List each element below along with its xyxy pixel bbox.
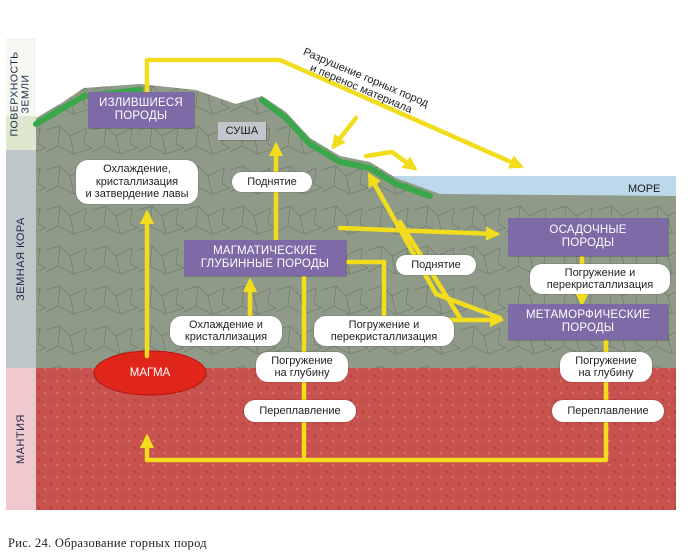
pill-cooling-lava: Охлаждение, кристаллизация и затвердение… (76, 160, 198, 204)
side-label-crust: ЗЕМНАЯ КОРА (15, 217, 28, 301)
pill-remelting-right: Переплавление (552, 400, 664, 422)
crust-band (6, 150, 36, 368)
box-sedimentary-rocks: ОСАДОЧНЫЕ ПОРОДЫ (508, 218, 668, 256)
pill-uplift-mid: Поднятие (396, 255, 476, 275)
magma-label: МАГМА (129, 367, 171, 379)
pill-sinking-depth-mid: Погружение на глубину (256, 352, 348, 382)
pill-remelting-mid: Переплавление (244, 400, 356, 422)
sea-label: МОРЕ (628, 183, 661, 195)
surface-band (6, 38, 36, 116)
box-extrusive-rocks: ИЗЛИВШИЕСЯ ПОРОДЫ (88, 92, 194, 128)
mantle-band (6, 368, 36, 510)
surface-band-green (6, 116, 36, 150)
pill-sinking-depth-right: Погружение на глубину (560, 352, 652, 382)
box-land: СУША (218, 122, 266, 140)
side-label-surface: ПОВЕРХНОСТЬ ЗЕМЛИ (9, 51, 33, 137)
pill-sinking-recrystallization-right: Погружение и перекристаллизация (530, 264, 670, 294)
box-igneous-deep-rocks: МАГМАТИЧЕСКИЕ ГЛУБИННЫЕ ПОРОДЫ (184, 240, 346, 276)
pill-sinking-recrystallization-mid: Погружение и перекристаллизация (314, 316, 454, 346)
magma-ellipse (93, 350, 207, 396)
rock-cycle-diagram (6, 38, 676, 510)
pill-cooling-crystallization: Охлаждение и кристаллизация (170, 316, 282, 346)
pill-uplift-left: Поднятие (232, 172, 312, 192)
side-label-mantle: МАНТИЯ (15, 413, 28, 465)
figure-caption: Рис. 24. Образование горных пород (8, 536, 207, 550)
box-metamorphic-rocks: МЕТАМОРФИЧЕСКИЕ ПОРОДЫ (508, 304, 668, 340)
